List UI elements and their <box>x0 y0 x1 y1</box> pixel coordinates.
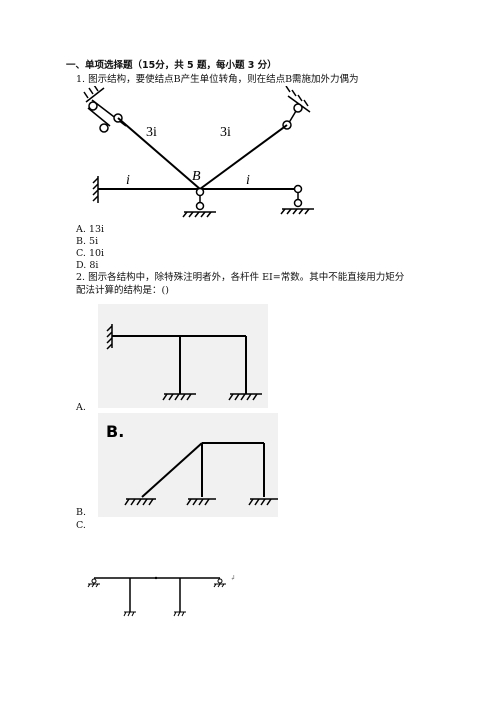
q2-figure-c: ↲ <box>87 574 236 617</box>
left-fixed-support <box>92 176 99 203</box>
q1-option-d: D. 8i <box>76 260 99 271</box>
fig-b-base-2 <box>186 498 216 506</box>
section-heading: 一、单项选择题（15分，共 5 题，每小题 3 分） <box>66 60 277 71</box>
q2-option-a: A. <box>76 402 86 413</box>
q2-option-c: C. <box>76 520 86 531</box>
fig-a-base-2 <box>228 393 262 401</box>
fig-a-base-1 <box>162 393 196 401</box>
q1-option-a: A. 13i <box>76 224 105 235</box>
q1-option-c: C. 10i <box>76 248 105 259</box>
q2-option-b: B. <box>76 507 87 518</box>
question-2-stem-line1: 2. 图示各结构中，除特殊注明者外，各杆件 EI=常数。其中不能直接用力矩分 <box>76 272 405 283</box>
question-1-figure: 3i 3i i B i <box>83 86 314 218</box>
q2-figure-b: B. <box>98 413 278 517</box>
label-left-incline: 3i <box>146 125 157 140</box>
label-left-horizontal: i <box>126 173 130 188</box>
q2-figure-a <box>98 304 268 408</box>
label-right-incline: 3i <box>220 125 231 140</box>
fig-b-base-1 <box>124 498 156 506</box>
right-roller-support <box>280 184 314 215</box>
fig-c-mark: ↲ <box>230 574 236 582</box>
node-b-support <box>182 187 216 218</box>
label-right-horizontal: i <box>246 173 250 188</box>
label-node-b: B <box>192 169 201 184</box>
question-1-stem: 1. 图示结构，要使结点B产生单位转角，则在结点B需施加外力偶为 <box>76 74 359 85</box>
left-inclined-support <box>83 86 127 133</box>
fig-a-fixed-wall <box>106 324 113 350</box>
fig-b-label: B. <box>106 422 124 441</box>
right-inclined-support <box>282 86 311 130</box>
question-2-stem-line2: 配法计算的结构是：() <box>76 285 169 296</box>
fig-b-base-3 <box>248 498 278 506</box>
q1-option-b: B. 5i <box>76 236 99 247</box>
